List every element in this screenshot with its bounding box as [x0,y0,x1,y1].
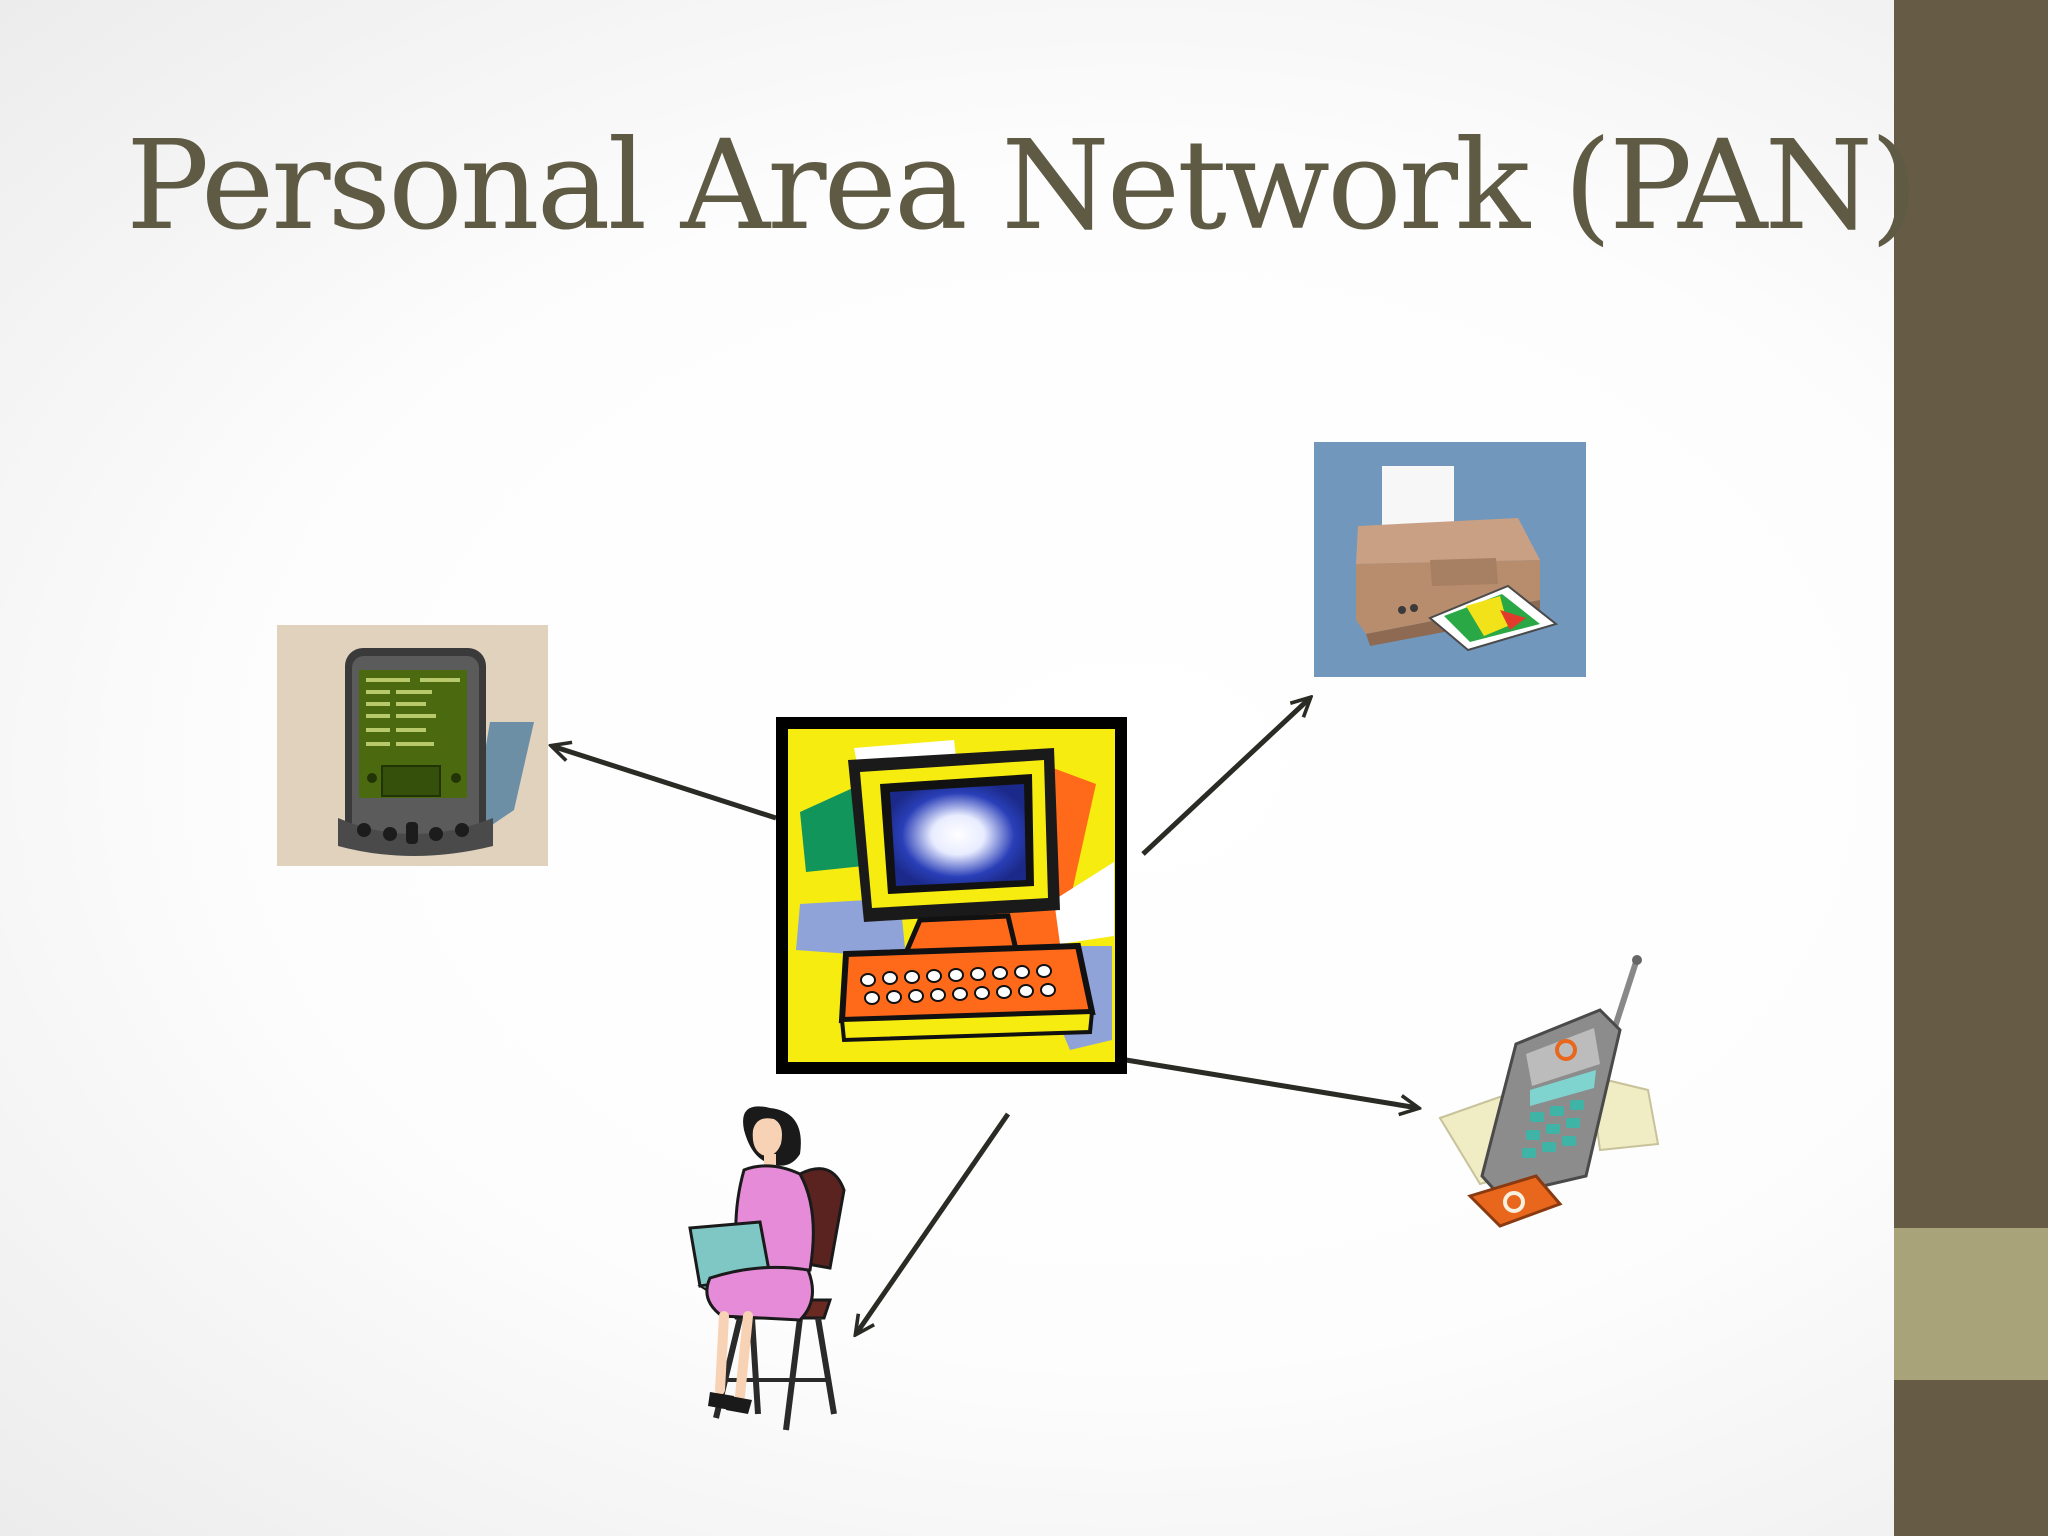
slide-title: Personal Area Network (PAN) [126,114,1918,258]
sidebar-accent-block [1894,1228,2048,1380]
arrow-to-printer [1141,698,1310,856]
connection-arrows [552,698,1418,1334]
arrow-to-person [856,1112,1011,1334]
person-with-laptop-icon [688,1106,846,1431]
printer-icon [1314,442,1586,677]
mobile-phone-icon [1438,955,1660,1228]
pan-diagram [277,442,1660,1431]
arrow-to-phone [1125,1057,1418,1108]
pda-icon [277,625,548,866]
arrow-to-pda [552,746,777,821]
computer-icon [776,717,1127,1074]
